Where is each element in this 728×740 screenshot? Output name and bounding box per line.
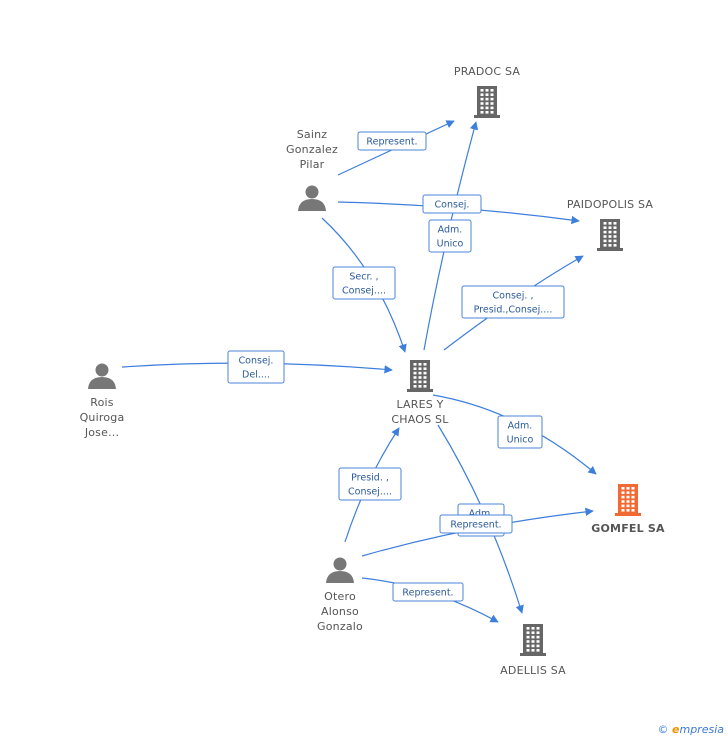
node-label-line: CHAOS SL: [391, 413, 449, 426]
nodes-layer: PRADOC SA PAIDOPOLIS SA LARES Y CHAOS SL GOM…: [80, 65, 665, 677]
building-icon: [615, 484, 641, 516]
brand-footer: © empresia: [658, 723, 724, 736]
brand-initial: e: [672, 723, 680, 736]
edge-label-sainz-pradoc[interactable]: Represent.: [357, 131, 427, 151]
edge-label-line: Adm.: [508, 421, 533, 432]
edge-label-line: Consej. ,: [493, 291, 534, 302]
building-icon: [474, 86, 500, 118]
building-icon: [520, 624, 546, 656]
edge-label-box: [357, 131, 427, 151]
node-lares[interactable]: LARES Y CHAOS SL: [391, 360, 449, 426]
node-label-line: PRADOC SA: [454, 65, 520, 78]
node-rois[interactable]: RoisQuirogaJose...: [80, 363, 125, 440]
edge-label-line: Consej....: [342, 286, 386, 297]
edge-label-line: Represent.: [402, 588, 453, 599]
node-label-line: PAIDOPOLIS SA: [567, 198, 654, 211]
edge-label-box: [422, 194, 482, 214]
edge-label-box: [461, 285, 565, 319]
edge-label-box: [338, 467, 402, 501]
edge-label-box: [332, 266, 396, 300]
node-label-line: Quiroga: [80, 411, 125, 424]
node-paidopolis[interactable]: PAIDOPOLIS SA: [567, 198, 654, 251]
edge-label-line: Presid.,Consej....: [474, 305, 553, 316]
node-label-line: Pilar: [300, 158, 325, 171]
copyright-symbol: ©: [657, 723, 669, 736]
edge-label-otero-gomfel[interactable]: Represent.: [439, 514, 513, 534]
edge-label-line: Presid. ,: [351, 473, 389, 484]
edge-label-line: Represent.: [450, 520, 501, 531]
edge-label-otero-lares[interactable]: Presid. , Consej....: [338, 467, 402, 501]
brand-name: mpresia: [679, 723, 724, 736]
edge-label-line: Unico: [437, 239, 464, 250]
edge-label-otero-adellis[interactable]: Represent.: [392, 582, 464, 602]
node-label-line: Gonzalo: [317, 620, 363, 633]
node-label-line: ADELLIS SA: [500, 664, 566, 677]
edge-label-box: [428, 219, 472, 253]
node-pradoc[interactable]: PRADOC SA: [454, 65, 520, 118]
edge-label-line: Adm.: [469, 509, 494, 520]
edge-label-line: Represent.: [366, 137, 417, 148]
edge-label-box: [497, 415, 543, 449]
node-adellis[interactable]: ADELLIS SA: [500, 624, 566, 677]
node-label-line: LARES Y: [396, 398, 443, 411]
edges-layer: [121, 120, 597, 623]
edge-label-lares-paidopolis[interactable]: Consej. , Presid.,Consej....: [461, 285, 565, 319]
node-label-line: Sainz: [297, 128, 328, 141]
edge-label-box: [392, 582, 464, 602]
edge-label-lares-pradoc[interactable]: Adm. Unico: [428, 219, 472, 253]
node-label-line: Alonso: [321, 605, 359, 618]
edge-label-box: [439, 514, 513, 534]
edge-label-lares-gomfel[interactable]: Adm. Unico: [497, 415, 543, 449]
edge-label-sainz-lares[interactable]: Secr. , Consej....: [332, 266, 396, 300]
edge-label-sainz-paidopolis[interactable]: Consej.: [422, 194, 482, 214]
node-label-line: Otero: [324, 590, 356, 603]
edge-label-line: Secr. ,: [349, 272, 378, 283]
edge-label-line: Del....: [242, 370, 270, 381]
edge-label-line: Adm.: [438, 225, 463, 236]
edge-labels-layer: Represent. Consej. Secr. , Consej.... Adm. Un…: [227, 131, 565, 602]
edge-label-line: Consej....: [348, 487, 392, 498]
person-icon: [326, 557, 354, 583]
person-icon: [88, 363, 116, 389]
building-icon: [407, 360, 433, 392]
edge-label-box: [227, 350, 285, 384]
edge-label-line: Consej.: [435, 200, 470, 211]
building-icon: [597, 219, 623, 251]
node-label-line: Gonzalez: [286, 143, 338, 156]
person-icon: [298, 185, 326, 211]
edge-label-rois-lares[interactable]: Consej. Del....: [227, 350, 285, 384]
edge-label-line: Consej.: [239, 356, 274, 367]
node-label-line: Rois: [90, 396, 114, 409]
edge-label-line: Unico: [507, 435, 534, 446]
node-label-line: Jose...: [84, 426, 119, 439]
node-gomfel[interactable]: GOMFEL SA: [591, 484, 665, 535]
node-label-line: GOMFEL SA: [591, 522, 665, 535]
